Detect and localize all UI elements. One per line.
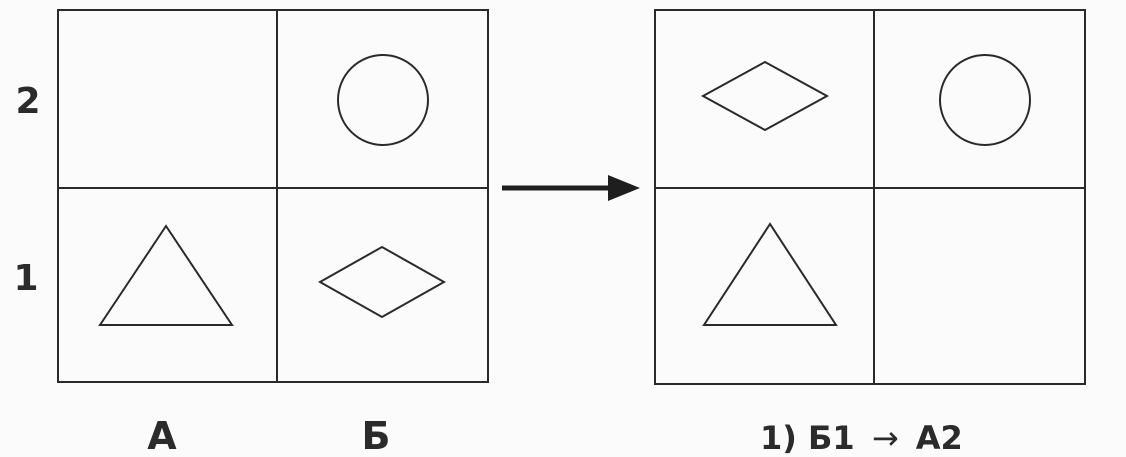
move-caption-arrow: → — [872, 419, 899, 457]
right-grid — [654, 9, 1086, 385]
left-grid-shapes — [98, 54, 447, 326]
left-b2-circle-icon — [337, 54, 429, 146]
move-caption: 1) Б1 → А2 — [760, 419, 963, 457]
left-a1-triangle-icon — [98, 224, 234, 326]
right-grid-shapes — [700, 54, 1031, 326]
right-a1-triangle-icon — [702, 222, 838, 326]
arrow-right-icon — [502, 175, 640, 201]
move-caption-from: 1) Б1 — [760, 419, 855, 457]
right-a2-diamond-icon — [700, 60, 830, 132]
row-label-1: 1 — [13, 258, 38, 299]
right-b2-circle-icon — [939, 54, 1031, 146]
right-grid-border — [654, 9, 1086, 385]
move-caption-to: А2 — [916, 419, 963, 457]
col-label-a: А — [147, 414, 177, 457]
left-grid — [57, 9, 489, 383]
col-label-b: Б — [362, 414, 391, 457]
row-label-2: 2 — [15, 81, 40, 122]
left-grid-border — [57, 9, 489, 383]
left-b1-diamond-icon — [317, 245, 447, 319]
